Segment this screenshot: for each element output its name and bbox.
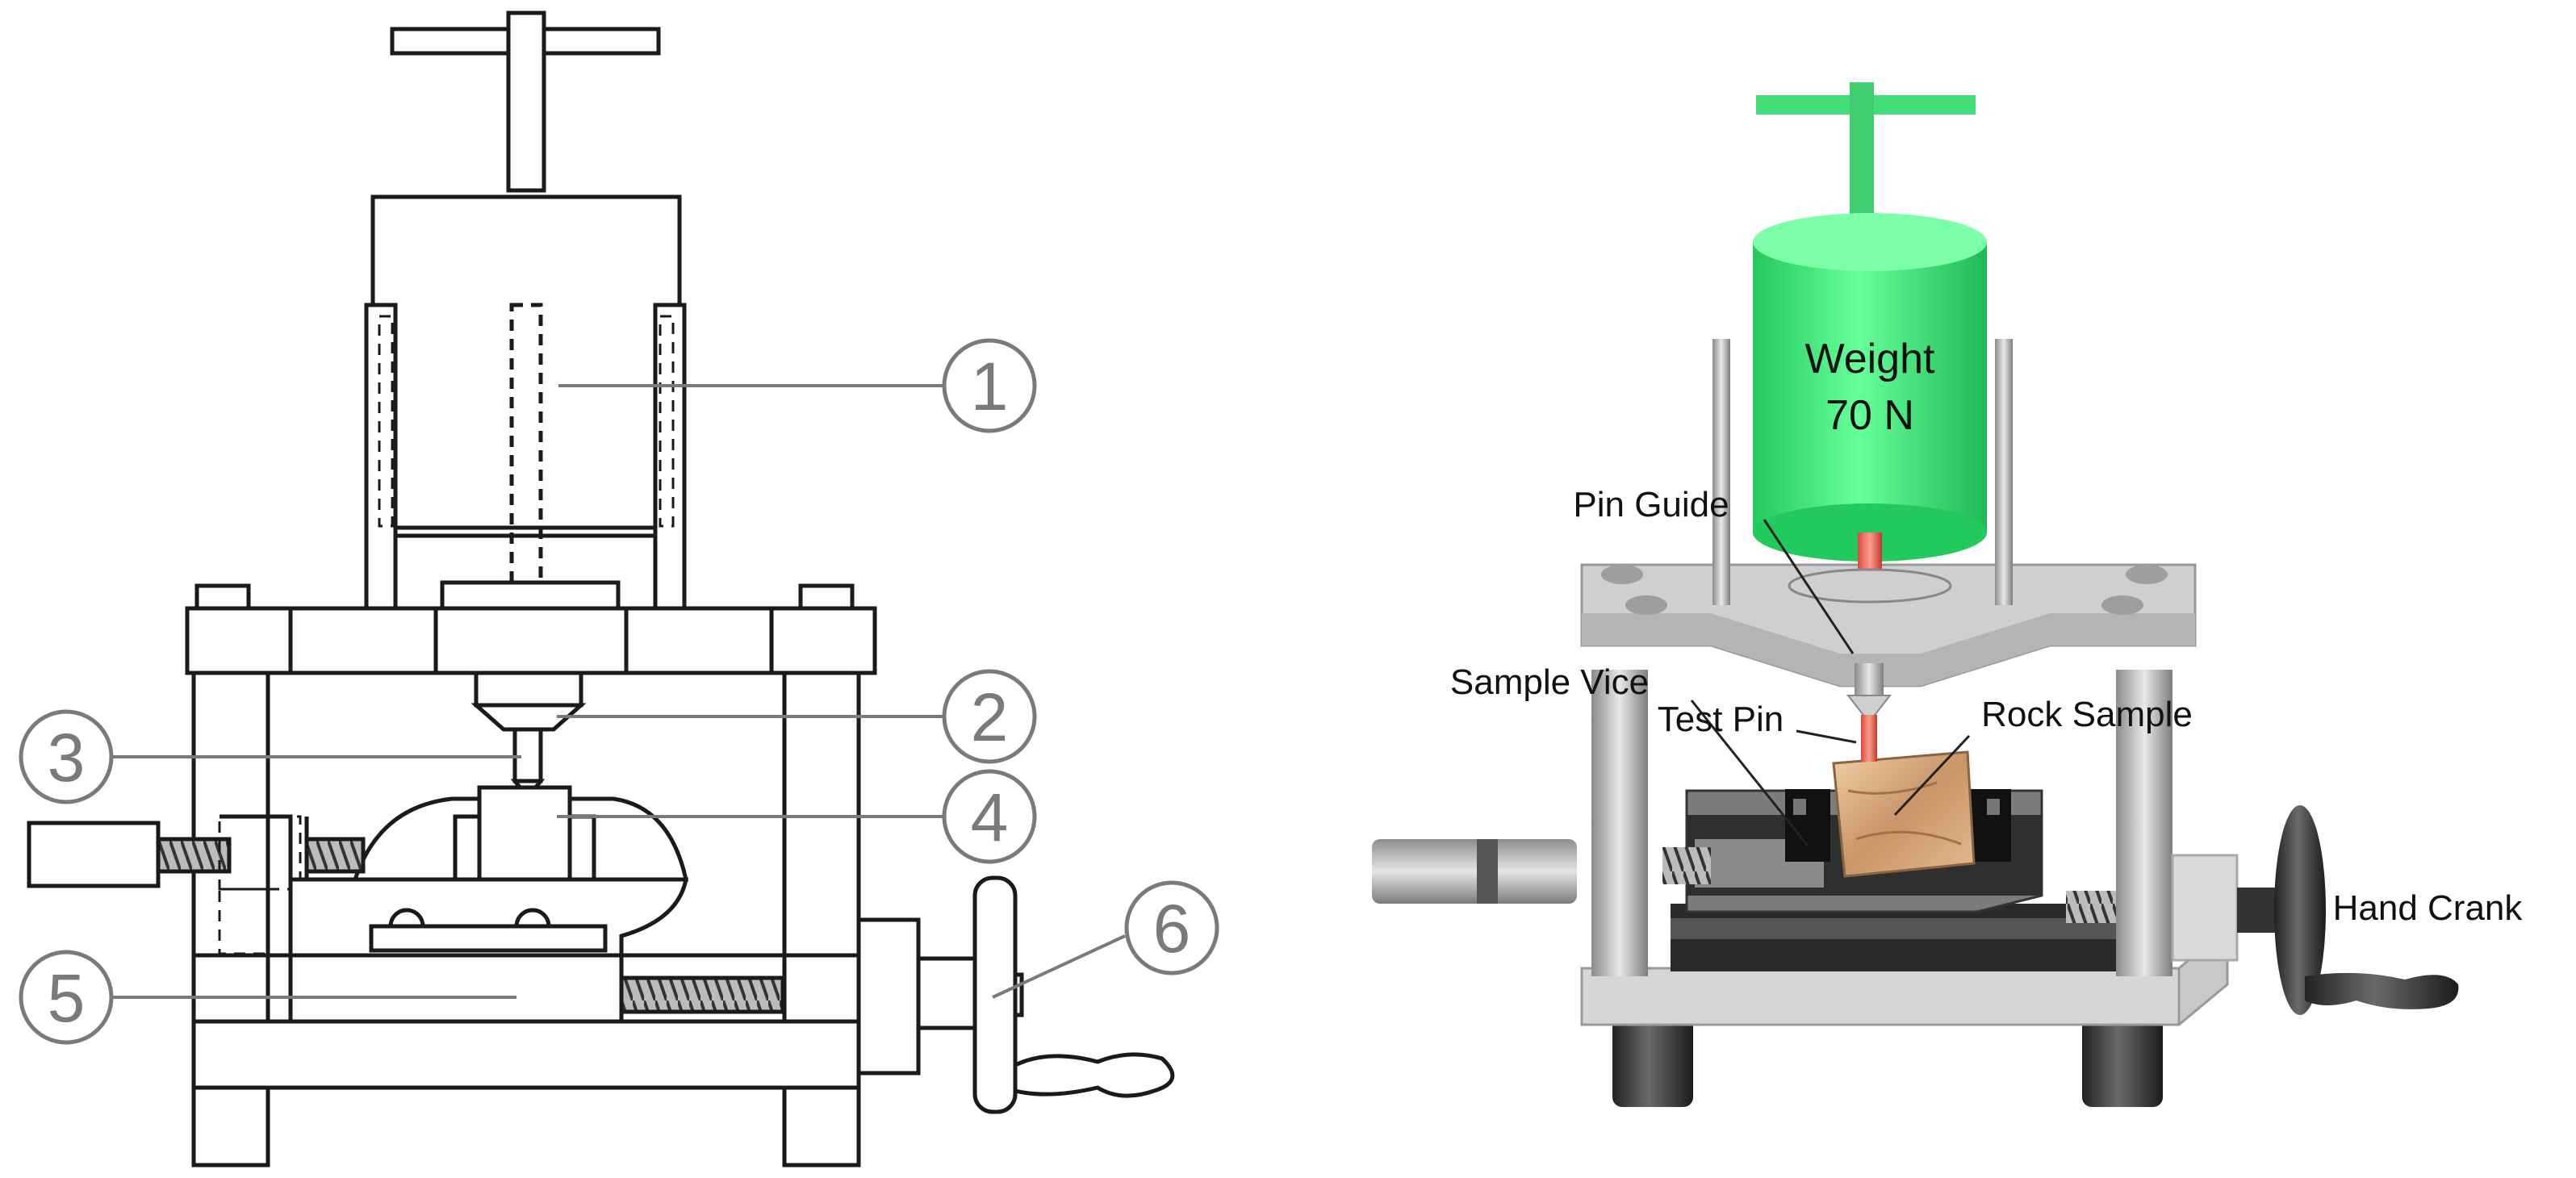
pin-guide-3d — [1855, 663, 1884, 696]
test-pin-label: Test Pin — [1658, 700, 1784, 739]
left-callouts: 1 2 3 4 5 6 — [19, 338, 1219, 1045]
weight-label-line1: Weight — [1805, 336, 1935, 382]
rock-sample — [1832, 750, 1976, 878]
guide-column-right — [653, 303, 687, 611]
foot-right — [782, 1085, 861, 1168]
weight-label-line2: 70 N — [1825, 392, 1914, 439]
left-line-drawing — [27, 10, 1175, 1168]
callout-2-label: 2 — [971, 679, 1009, 755]
weight-body — [370, 194, 682, 538]
callout-6-label: 6 — [1153, 891, 1191, 967]
column-left — [1591, 670, 1648, 976]
callout-5: 5 — [19, 950, 114, 1045]
top-frame — [185, 606, 877, 675]
callout-5-label: 5 — [48, 960, 86, 1036]
right-labels: Weight 70 N Pin Guide Sample Vice Test P… — [1450, 336, 2524, 928]
foot-left — [191, 1085, 270, 1168]
t-handle-stem — [506, 10, 546, 193]
hand-crank-label: Hand Crank — [2333, 888, 2524, 928]
right-illustration — [1372, 82, 2459, 1107]
callout-4-label: 4 — [971, 779, 1009, 855]
test-pin-3d — [1861, 715, 1877, 762]
callout-3: 3 — [19, 709, 114, 804]
callout-1: 1 — [942, 338, 1037, 433]
pin-guide — [474, 670, 583, 708]
weight-cylinder — [1753, 242, 1987, 533]
sample-vice-label: Sample Vice — [1450, 662, 1649, 702]
callout-2: 2 — [942, 669, 1037, 764]
vice-knob — [1372, 839, 1577, 904]
left-knob — [27, 821, 161, 888]
hand-crank-wheel — [2274, 805, 2326, 1015]
rock-sample-label: Rock Sample — [1981, 695, 2193, 734]
hand-crank-handle — [2305, 972, 2459, 1009]
callout-4: 4 — [942, 769, 1037, 864]
crank-handle — [1013, 1052, 1175, 1098]
pin-guide-label: Pin Guide — [1573, 485, 1729, 524]
callout-1-label: 1 — [971, 349, 1009, 424]
callout-3-label: 3 — [48, 720, 86, 796]
column-right — [2116, 670, 2172, 976]
callout-6: 6 — [1124, 880, 1219, 975]
